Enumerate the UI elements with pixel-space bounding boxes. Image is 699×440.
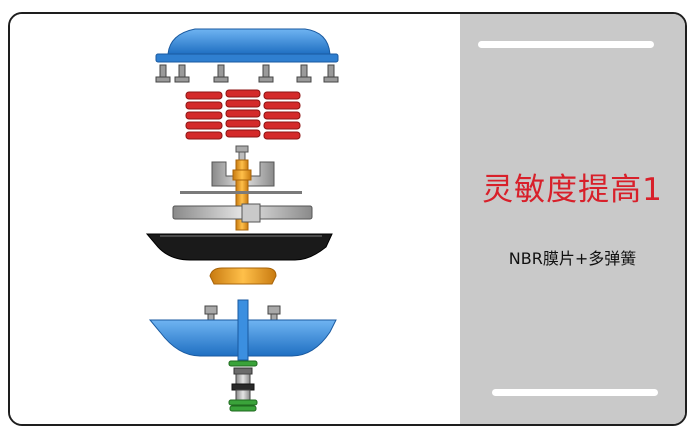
bracket-icon xyxy=(211,161,275,187)
nut-icon xyxy=(228,360,258,412)
bottom-housing-icon xyxy=(148,299,337,361)
top-cap-icon xyxy=(155,28,339,63)
clamp-plate-icon xyxy=(172,203,313,223)
exploded-view-panel xyxy=(10,14,460,424)
panel-subtitle: NBR膜片+多弹簧 xyxy=(508,249,637,268)
valve-exploded-illustration xyxy=(145,28,339,412)
product-card: 灵敏度提高1 NBR膜片+多弹簧 xyxy=(8,12,687,426)
pressure-pad-icon xyxy=(209,267,277,285)
info-panel: 灵敏度提高1 NBR膜片+多弹簧 xyxy=(460,14,685,424)
diaphragm-icon xyxy=(145,233,333,261)
bolt-row-top-icon xyxy=(155,64,339,83)
spring-icon xyxy=(185,89,301,140)
decor-bar-bottom xyxy=(492,389,658,396)
thin-plate-icon xyxy=(180,191,302,194)
decor-bar-top xyxy=(478,41,654,48)
screw-icon xyxy=(235,145,249,161)
panel-title: 灵敏度提高1 xyxy=(482,172,663,208)
